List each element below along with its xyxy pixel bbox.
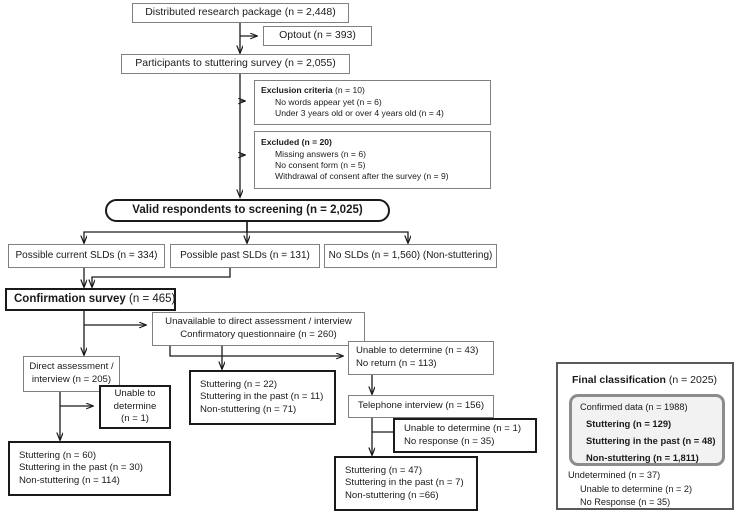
node-optout-label: Optout (n = 393) (279, 29, 356, 42)
node-unable-noreturn-line-1: Unable to determine (n = 43) (356, 345, 479, 357)
confirmed-data-line-3: Non-stuttering (n = 1,811) (586, 452, 699, 463)
node-outcome-questionnaire-line-2: Stuttering in the past (n = 11) (200, 391, 324, 403)
node-confirmation-survey-label: Confirmation survey (n = 465) (14, 292, 176, 305)
node-outcome-questionnaire-line-3: Non-stuttering (n = 71) (200, 403, 297, 415)
node-outcome-telephone-line-3: Non-stuttering (n =66) (345, 489, 439, 501)
node-valid-respondents: Valid respondents to screening (n = 2,02… (105, 199, 390, 222)
node-unable-noreturn: Unable to determine (n = 43) No return (… (348, 341, 494, 375)
node-outcome-direct: Stuttering (n = 60) Stuttering in the pa… (8, 441, 171, 496)
node-no-slds: No SLDs (n = 1,560) (Non-stuttering) (324, 244, 497, 268)
node-excluded-line-3: Withdrawal of consent after the survey (… (275, 171, 449, 182)
node-outcome-questionnaire-line-1: Stuttering (n = 22) (200, 378, 278, 390)
node-distributed-package-label: Distributed research package (n = 2,448) (145, 6, 336, 19)
confirmed-data-heading: Confirmed data (n = 1988) (580, 402, 688, 412)
node-possible-current-slds: Possible current SLDs (n = 334) (8, 244, 165, 268)
node-no-slds-label: No SLDs (n = 1,560) (Non-stuttering) (328, 250, 493, 262)
node-optout: Optout (n = 393) (263, 26, 372, 46)
node-outcome-telephone: Stuttering (n = 47) Stuttering in the pa… (334, 456, 478, 511)
node-outcome-questionnaire: Stuttering (n = 22) Stuttering in the pa… (189, 370, 336, 425)
node-outcome-telephone-line-2: Stuttering in the past (n = 7) (345, 477, 464, 489)
node-excluded-line-2: No consent form (n = 5) (275, 160, 366, 170)
node-excluded: Excluded (n = 20) Missing answers (n = 6… (254, 131, 491, 189)
node-unavailable-questionnaire-line-2: Confirmatory questionnaire (n = 260) (180, 329, 337, 340)
final-classification-title: Final classification (n = 2025) (572, 374, 718, 386)
node-telephone-interview-label: Telephone interview (n = 156) (357, 400, 485, 412)
undetermined-heading: Undetermined (n = 37) (568, 470, 661, 480)
node-unable-noresponse-line-1: Unable to determine (n = 1) (404, 422, 522, 434)
node-unable-noresponse: Unable to determine (n = 1) No response … (393, 418, 537, 453)
node-unable-determine-direct-line-2: determine (113, 400, 157, 412)
node-direct-assessment-line-2: interview (n = 205) (31, 374, 112, 385)
node-participants: Participants to stuttering survey (n = 2… (121, 54, 350, 74)
node-exclusion-criteria-heading: Exclusion criteria (n = 10) (261, 85, 365, 96)
node-unable-determine-direct-line-3: (n = 1) (121, 413, 149, 425)
node-exclusion-criteria-line-1: No words appear yet (n = 6) (275, 96, 382, 107)
node-outcome-telephone-line-1: Stuttering (n = 47) (345, 464, 423, 476)
node-confirmation-survey: Confirmation survey (n = 465) (5, 288, 176, 311)
node-possible-past-slds-label: Possible past SLDs (n = 131) (180, 250, 310, 262)
node-exclusion-criteria: Exclusion criteria (n = 10) No words app… (254, 80, 491, 125)
node-direct-assessment-line-1: Direct assessment / (29, 361, 114, 373)
node-valid-respondents-label: Valid respondents to screening (n = 2,02… (132, 203, 363, 216)
confirmed-data-line-2: Stuttering in the past (n = 48) (586, 435, 716, 446)
node-unavailable-questionnaire: Unavailable to direct assessment / inter… (152, 312, 365, 346)
node-outcome-direct-line-3: Non-stuttering (n = 114) (19, 474, 120, 486)
confirmed-data-line-1: Stuttering (n = 129) (586, 418, 672, 429)
node-outcome-direct-line-2: Stuttering in the past (n = 30) (19, 462, 143, 474)
final-classification-panel: Final classification (n = 2025) Confirme… (556, 362, 734, 510)
node-excluded-heading: Excluded (n = 20) (261, 137, 332, 148)
node-exclusion-criteria-line-2: Under 3 years old or over 4 years old (n… (275, 108, 444, 119)
undetermined-line-1: Unable to determine (n = 2) (580, 484, 693, 494)
node-unavailable-questionnaire-line-1: Unavailable to direct assessment / inter… (165, 316, 352, 328)
confirmed-data-group: Confirmed data (n = 1988) Stuttering (n … (569, 394, 725, 466)
node-outcome-direct-line-1: Stuttering (n = 60) (19, 449, 97, 461)
node-possible-past-slds: Possible past SLDs (n = 131) (170, 244, 320, 268)
undetermined-line-2: No Response (n = 35) (580, 497, 671, 507)
node-telephone-interview: Telephone interview (n = 156) (348, 395, 494, 418)
node-excluded-line-1: Missing answers (n = 6) (275, 148, 366, 159)
node-unable-noresponse-line-2: No response (n = 35) (404, 435, 495, 447)
node-participants-label: Participants to stuttering survey (n = 2… (135, 57, 336, 70)
node-unable-determine-direct: Unable to determine (n = 1) (99, 385, 171, 429)
node-possible-current-slds-label: Possible current SLDs (n = 334) (15, 250, 158, 262)
node-unable-determine-direct-line-1: Unable to (114, 388, 156, 400)
node-distributed-package: Distributed research package (n = 2,448) (132, 3, 349, 23)
node-unable-noreturn-line-2: No return (n = 113) (356, 358, 437, 369)
